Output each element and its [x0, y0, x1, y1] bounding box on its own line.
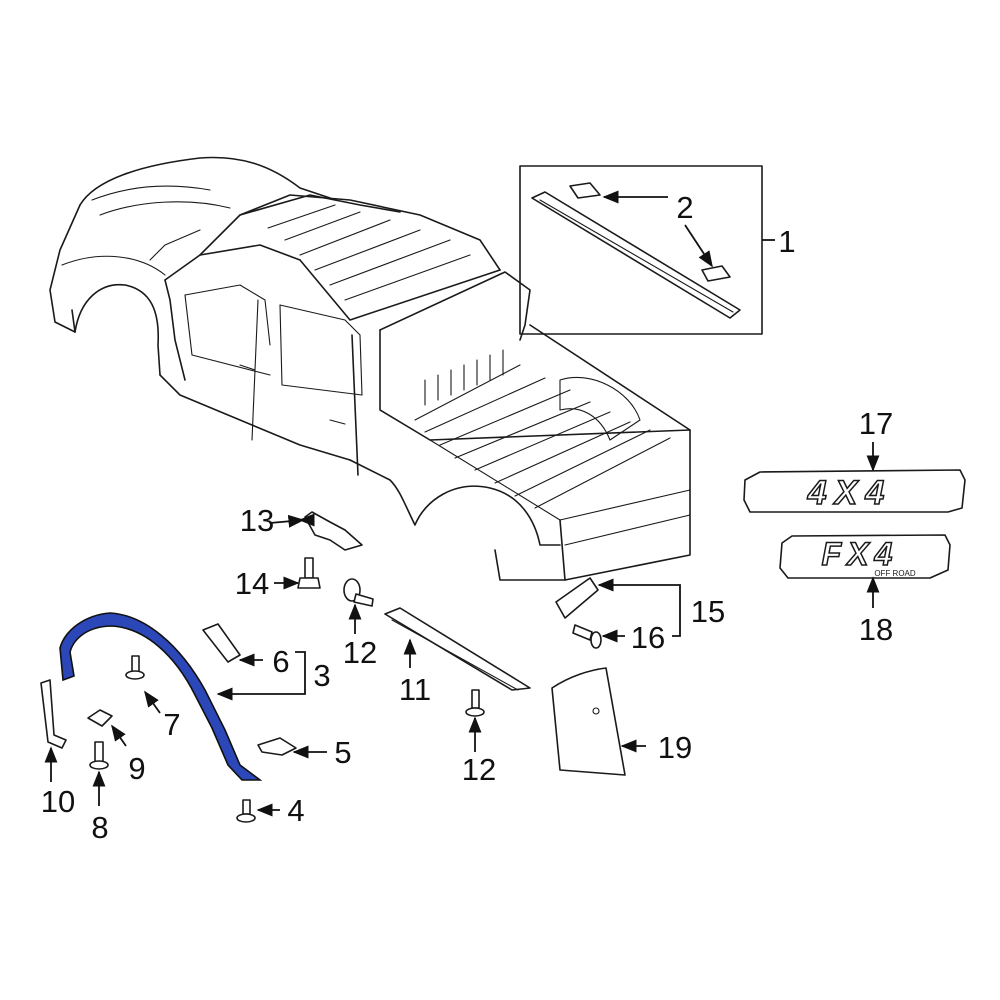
bed-rail-molding	[531, 191, 741, 319]
callout-labels: 2 1 13 14 12 11 12 6 3 7 9 8 10 5 4 15 1…	[41, 190, 893, 845]
callout-10: 10	[41, 784, 75, 819]
callout-2: 2	[676, 190, 693, 225]
part-19-mud-flap	[551, 667, 626, 776]
part-14-bolt	[297, 557, 321, 589]
badge-fx4-text: FX4	[822, 536, 899, 572]
callout-8: 8	[91, 810, 108, 845]
part-5-clip	[257, 737, 297, 756]
part-7-pushpin	[125, 655, 145, 680]
part-3-fender-flare	[59, 612, 263, 781]
part-8-bolt	[89, 741, 109, 770]
part-12-pin-lower	[465, 689, 485, 717]
badge-4x4-text: 4X4	[807, 474, 893, 512]
truck-body	[49, 156, 691, 581]
callout-12-upper: 12	[343, 635, 377, 670]
callout-4: 4	[287, 793, 304, 828]
part-11-molding	[384, 607, 531, 691]
callout-3: 3	[313, 658, 330, 693]
callout-1: 1	[778, 224, 795, 259]
callout-14: 14	[235, 566, 269, 601]
callout-18: 18	[859, 612, 893, 647]
callout-leaders	[44, 190, 880, 817]
molding-clip-lower	[701, 265, 731, 282]
callout-6: 6	[272, 644, 289, 679]
part-16-screw	[572, 624, 602, 649]
callout-16: 16	[631, 620, 665, 655]
callout-5: 5	[334, 735, 351, 770]
inset-box-1	[519, 165, 763, 335]
badge-fx4-subtext: OFF ROAD	[874, 569, 916, 578]
callout-13: 13	[240, 503, 274, 538]
part-9-nut	[87, 709, 113, 727]
callout-17: 17	[859, 406, 893, 441]
part-4-pushpin	[236, 799, 256, 823]
callout-12-lower: 12	[462, 752, 496, 787]
part-10-extension	[40, 679, 67, 749]
molding-clip-upper	[569, 182, 601, 199]
part-6-clip	[202, 623, 241, 663]
part-15-bracket	[555, 577, 599, 619]
callout-9: 9	[128, 751, 145, 786]
callout-7: 7	[163, 707, 180, 742]
part-13-bracket	[304, 511, 363, 551]
callout-15: 15	[691, 594, 725, 629]
callout-11: 11	[399, 672, 431, 707]
emblem-4x4: 4X4	[743, 469, 966, 513]
callout-19: 19	[658, 730, 692, 765]
emblem-fx4: FX4 OFF ROAD	[779, 534, 951, 579]
part-12-pin-upper	[343, 578, 374, 607]
